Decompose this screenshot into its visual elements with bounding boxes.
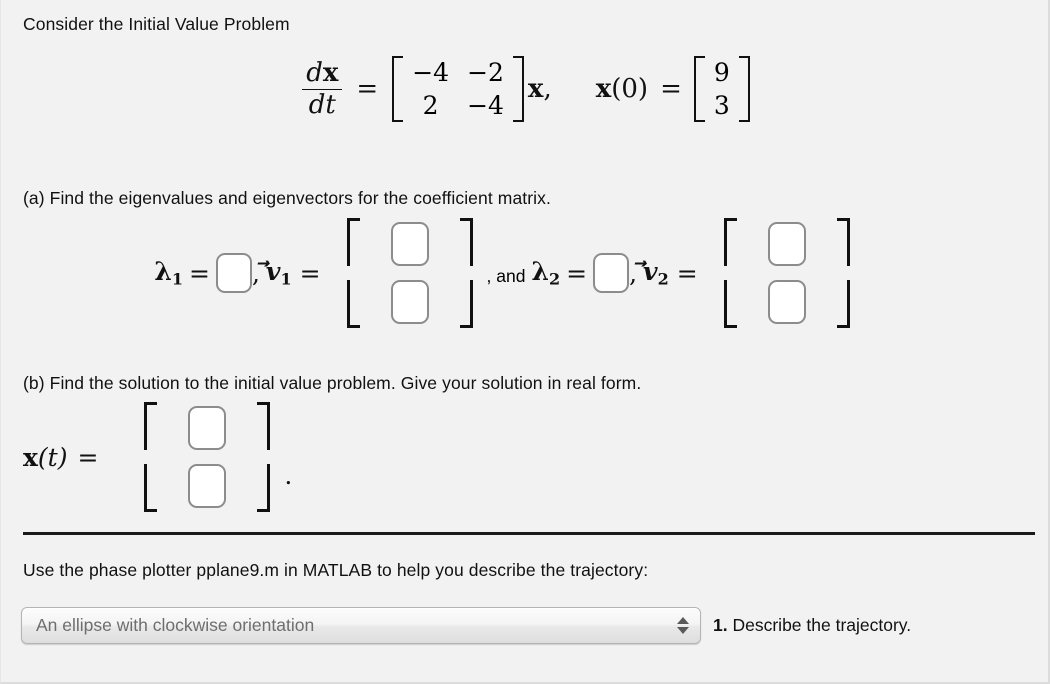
init-right-bracket [738, 56, 750, 122]
x-vector-symbol: x [527, 74, 544, 104]
coefficient-matrix: −4 −2 2 −4 [392, 56, 524, 122]
dx-numerator-d: d [306, 58, 323, 89]
matrix-row: 2 −4 [403, 89, 513, 122]
matrix-row: 3 [705, 89, 739, 122]
matrix-cell: 9 [713, 58, 730, 87]
matrix-cell: −4 [412, 58, 450, 87]
vec1-bracket-top-left [346, 218, 367, 266]
question-number: 1. [713, 615, 728, 635]
trajectory-select-value: An ellipse with clockwise orientation [36, 615, 315, 635]
matrix-left-bracket [392, 56, 404, 122]
comma-after-lambda-1: , [251, 258, 260, 288]
lambda-2-input[interactable] [593, 253, 630, 293]
lambda-2-symbol: λ2 [531, 257, 561, 289]
vec1-bracket-top-right [453, 218, 473, 266]
and-connector: , and [486, 265, 526, 286]
matrix-row: 9 [705, 56, 739, 89]
eigenvector-2-bracket [716, 218, 858, 328]
part-a-prompt: (a) Find the eigenvalues and eigenvector… [23, 188, 551, 208]
trajectory-answer-row: An ellipse with clockwise orientation 1.… [21, 607, 911, 644]
init-left-bracket [693, 56, 705, 122]
v-1-symbol: ⃗v1 [265, 257, 292, 289]
part-b-prompt: (b) Find the solution to the initial val… [23, 373, 642, 393]
eigenvector-1-bracket [339, 218, 481, 328]
equals-v-2: = [676, 258, 698, 288]
equals-sign-1: = [356, 74, 379, 104]
v-2-symbol: ⃗v2 [643, 257, 669, 289]
equals-lambda-1: = [189, 258, 210, 288]
section-divider [23, 532, 1035, 535]
vec2-bracket-top-left [723, 218, 744, 266]
dx-numerator-x: x [322, 58, 339, 89]
question-text: Describe the trajectory. [732, 615, 912, 635]
vec2-bracket-bottom-right [830, 280, 850, 328]
solution-bracket-top-right [250, 402, 271, 450]
equation-comma: , [543, 74, 552, 104]
x-of-t-label: x(t) [23, 442, 68, 472]
part-a-answer-row: λ1 = , ⃗v1 = , and λ2 = , ⃗v2 = [1, 218, 1011, 328]
solution-bracket-bottom-right [250, 464, 271, 512]
main-equation: dx dt = −4 −2 2 −4 x , [1, 56, 1050, 122]
trajectory-select[interactable]: An ellipse with clockwise orientation [21, 607, 701, 644]
matrix-cell: 2 [422, 91, 439, 120]
part-b-answer-row: x(t) = . [1, 402, 1011, 512]
chevron-down-icon [677, 627, 689, 634]
intro-text: Consider the Initial Value Problem [23, 14, 290, 34]
eigenvector-1-row2-input[interactable] [390, 280, 429, 324]
eigenvector-2-row1-input[interactable] [767, 222, 806, 266]
matrix-cell: −4 [467, 91, 504, 120]
phase-plotter-prompt: Use the phase plotter pplane9.m in MATLA… [23, 560, 649, 580]
x0-label: x(0) [595, 74, 649, 104]
solution-row2-input[interactable] [188, 464, 227, 508]
vec1-bracket-bottom-left [346, 280, 367, 328]
equals-x-of-t: = [77, 442, 99, 472]
eigenvector-2-row2-input[interactable] [767, 280, 806, 324]
chevron-up-icon [677, 617, 689, 624]
solution-bracket-top-left [144, 402, 164, 450]
vec1-bracket-bottom-right [453, 280, 473, 328]
solution-row1-input[interactable] [188, 406, 227, 450]
equals-lambda-2: = [566, 258, 588, 288]
derivative-fraction: dx dt [302, 58, 343, 119]
comma-after-lambda-2: , [629, 258, 638, 288]
solution-bracket-bottom-left [144, 464, 164, 512]
trajectory-question-label: 1. Describe the trajectory. [713, 615, 911, 636]
lambda-1-symbol: λ1 [154, 257, 183, 289]
select-stepper-icon[interactable] [666, 608, 700, 643]
solution-vector-bracket [136, 402, 278, 512]
matrix-cell: 3 [713, 91, 730, 120]
initial-condition-vector: 9 3 [693, 56, 750, 122]
matrix-right-bracket [512, 56, 524, 122]
dt-denominator: dt [302, 88, 343, 119]
trailing-period: . [284, 461, 293, 490]
matrix-cell: −2 [467, 58, 504, 87]
lambda-1-input[interactable] [215, 253, 252, 293]
equals-v-1: = [299, 258, 321, 288]
eigenvector-1-row1-input[interactable] [390, 222, 429, 266]
equals-sign-2: = [660, 74, 682, 104]
matrix-row: −4 −2 [403, 56, 513, 89]
vec2-bracket-bottom-left [723, 280, 744, 328]
vec2-bracket-top-right [830, 218, 850, 266]
